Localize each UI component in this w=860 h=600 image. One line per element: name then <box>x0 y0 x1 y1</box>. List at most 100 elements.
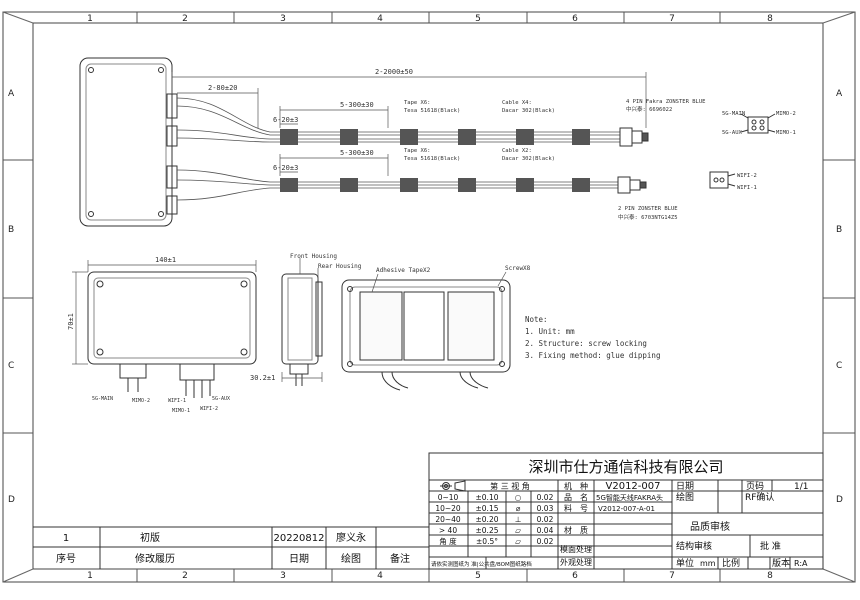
dim-total-length: 2-2000±50 <box>375 68 413 76</box>
dim-tape-offset: 6-20±3 <box>273 164 298 172</box>
drawing-label: 绘图 <box>676 491 694 503</box>
material-label: 材 质 <box>564 525 588 535</box>
title-block <box>428 452 824 570</box>
tape-spec: Tesa 51618(Black) <box>404 108 460 114</box>
col-label: 7 <box>669 571 675 581</box>
tol-value: ±0.15 <box>476 504 499 513</box>
tape-label: Tape X6: <box>404 100 431 106</box>
row-label: A <box>8 89 15 99</box>
col-label: 7 <box>669 14 675 24</box>
col-label: 8 <box>767 14 773 24</box>
unit-label: 单位 <box>676 557 694 569</box>
tol-symbol: ⊥ <box>515 515 522 524</box>
pin-label: 5G-AUX <box>722 130 743 136</box>
product-value: 5G智能天线FAKRA头 <box>596 493 663 502</box>
note-item: 3. Fixing method: glue dipping <box>525 351 660 360</box>
connector-2pin-label: 2 PIN ZONSTER BLUE <box>618 206 678 212</box>
tol-geom: 0.02 <box>537 493 554 502</box>
quality-review-label: 品质审核 <box>690 520 730 533</box>
front-view <box>87 271 257 398</box>
cable-label: Cable X2: <box>502 148 532 154</box>
cable-bundle-upper <box>176 97 620 143</box>
front-housing-label: Front Housing <box>290 253 337 260</box>
model-label: 机 种 <box>564 481 588 491</box>
version-label: 版本 <box>772 557 790 569</box>
tol-symbol: ▱ <box>515 526 521 535</box>
dim-width: 140±1 <box>155 256 176 264</box>
pin-label: MIMO-1 <box>776 130 796 136</box>
company-name: 深圳市仕方通信科技有限公司 <box>528 458 723 476</box>
side-view <box>281 273 323 386</box>
page-label: 页码 <box>746 481 764 492</box>
projection-icon <box>440 480 466 492</box>
dim-depth: 30.2±1 <box>250 374 275 382</box>
tol-symbol: ▱ <box>515 537 521 546</box>
revision-hdr-draw: 绘图 <box>341 552 361 565</box>
dim-tape-spacing: 5-300±30 <box>340 149 374 157</box>
tol-geom: 0.02 <box>537 515 554 524</box>
dim-height: 70±1 <box>67 313 75 330</box>
pin-label: WIFI-1 <box>737 185 757 191</box>
revision-hdr-note: 备注 <box>390 552 410 565</box>
col-label: 2 <box>182 14 188 24</box>
tol-range: 20~40 <box>435 515 461 524</box>
inner-frame <box>32 22 824 570</box>
tol-value: ±0.10 <box>476 493 499 502</box>
cable-spec: Dacar 302(Black) <box>502 156 555 162</box>
port-label: MIMO-1 <box>172 408 190 414</box>
tol-geom: 0.04 <box>537 526 554 535</box>
screw-label: ScrewX8 <box>505 265 531 272</box>
note-item: 2. Structure: screw locking <box>525 339 647 348</box>
approve-label: 批 准 <box>760 540 781 552</box>
revision-no: 1 <box>63 533 69 544</box>
cable-label: Cable X4: <box>502 100 532 106</box>
tape-label: Tape X6: <box>404 148 431 154</box>
col-label: 4 <box>377 14 383 24</box>
tol-value: ±0.25 <box>476 526 499 535</box>
projection-label: 第 三 视 角 <box>490 481 530 491</box>
dim-tape-offset: 6-20±3 <box>273 116 298 124</box>
col-label: 4 <box>377 571 383 581</box>
pin-label: WIFI-2 <box>737 173 757 179</box>
cable-spec: Dacar 302(Black) <box>502 108 555 114</box>
row-label: A <box>836 89 843 99</box>
unit-value: mm <box>700 559 716 568</box>
revision-hdr-date: 日期 <box>289 553 309 565</box>
note-item: 1. Unit: mm <box>525 327 575 336</box>
pinout-2pin-icon <box>709 171 736 189</box>
col-label: 2 <box>182 571 188 581</box>
tape-spec: Tesa 51618(Black) <box>404 156 460 162</box>
row-label: B <box>836 225 842 235</box>
version-value: R:A <box>794 559 808 568</box>
tol-geom: 0.02 <box>537 537 554 546</box>
scale-label: 比例 <box>722 557 740 569</box>
row-label: B <box>8 225 14 235</box>
revision-author: 廖义永 <box>336 531 366 544</box>
fakra-connector-4pin <box>619 127 649 147</box>
notes-title: Note: <box>525 315 548 324</box>
surface-label: 外观处理 <box>560 557 592 567</box>
col-label: 5 <box>475 14 481 24</box>
row-label: D <box>8 495 15 505</box>
port-label: WIFI-2 <box>200 406 218 412</box>
product-label: 品 名 <box>564 492 588 502</box>
structure-review-label: 结构审核 <box>676 540 712 552</box>
model-value: V2012-007 <box>606 481 661 492</box>
tape-wraps-lower <box>280 178 590 192</box>
row-label: C <box>8 361 14 371</box>
port-label: 5G-MAIN <box>92 396 113 402</box>
footer-note: 请依实测图纸为 准|公共盘/BOM图纸路档 <box>431 560 532 568</box>
date-label: 日期 <box>676 481 694 492</box>
mold-label: 模面处理 <box>560 544 592 554</box>
part-value: V2012-007-A-01 <box>598 505 655 513</box>
row-label: D <box>836 495 843 505</box>
port-label: 5G-AUX <box>212 396 230 402</box>
tol-symbol: ○ <box>515 493 522 502</box>
tol-range: 角 度 <box>439 536 457 546</box>
col-label: 6 <box>572 571 578 581</box>
fakra-connector-2pin <box>617 176 647 194</box>
port-label: WIFI-1 <box>168 398 186 404</box>
col-label: 5 <box>475 571 481 581</box>
col-label: 3 <box>280 571 286 581</box>
